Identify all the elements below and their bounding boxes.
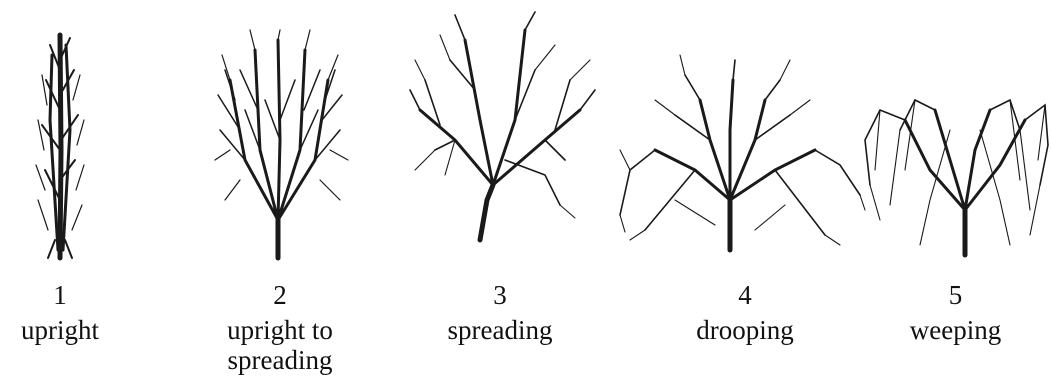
tree-form-5: 5 weeping <box>860 0 1051 383</box>
form-label: upright to spreading <box>200 315 360 375</box>
tree-form-3: 3 spreading <box>395 0 605 383</box>
form-label: upright <box>0 315 120 345</box>
form-label: drooping <box>615 315 875 345</box>
tree-weeping-illustration <box>860 0 1051 270</box>
tree-upright-illustration <box>0 0 120 270</box>
form-label: spreading <box>395 315 605 345</box>
form-number: 2 <box>200 280 360 310</box>
tree-spreading-illustration <box>395 0 605 270</box>
form-number: 5 <box>860 280 1051 310</box>
form-number: 1 <box>0 280 120 310</box>
form-number: 3 <box>395 280 605 310</box>
tree-form-4: 4 drooping <box>615 0 875 383</box>
tree-form-1: 1 upright <box>0 0 120 383</box>
tree-upright-to-spreading-illustration <box>200 0 360 270</box>
tree-form-2: 2 upright to spreading <box>200 0 360 383</box>
form-number: 4 <box>615 280 875 310</box>
tree-drooping-illustration <box>615 0 875 270</box>
form-label: weeping <box>860 315 1051 345</box>
